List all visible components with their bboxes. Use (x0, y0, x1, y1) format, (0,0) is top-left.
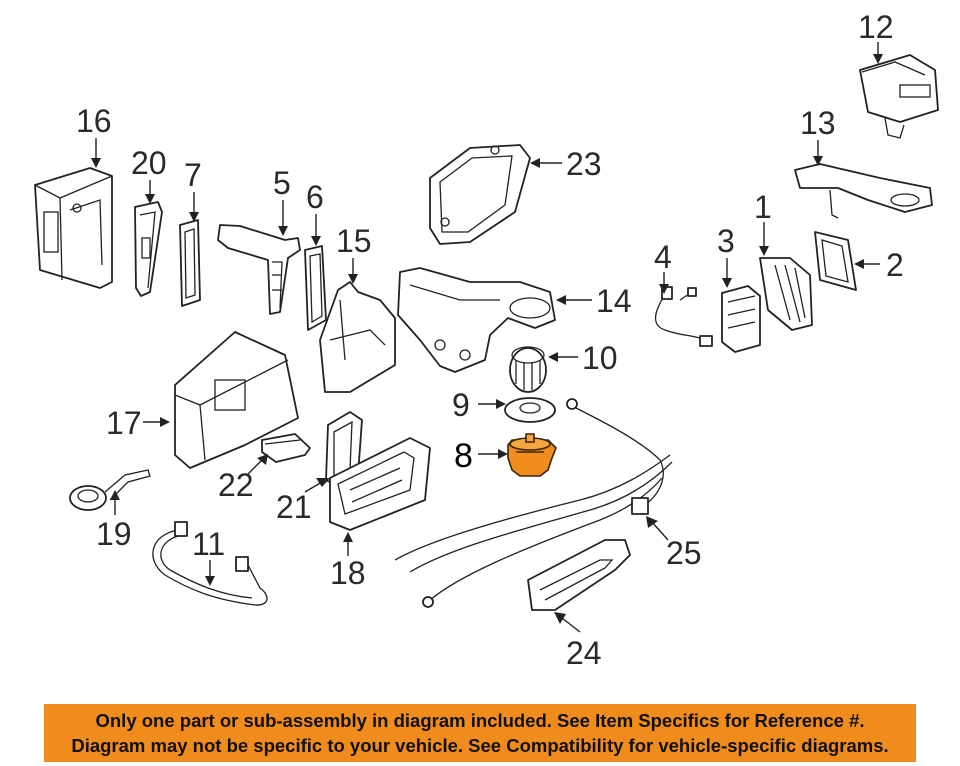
parts-diagram-svg: 16 20 7 5 6 15 23 14 10 9 8 17 22 21 18 … (34, 9, 939, 671)
part-19-actuator (69, 469, 151, 511)
callout-23: 23 (566, 146, 602, 182)
callout-8: 8 (454, 437, 473, 475)
callout-21: 21 (276, 489, 312, 525)
callout-9: 9 (452, 387, 470, 423)
part-13-duct (794, 163, 933, 219)
part-20-bracket (134, 201, 163, 297)
parts-diagram: 16 20 7 5 6 15 23 14 10 9 8 17 22 21 18 … (34, 9, 939, 671)
callout-11: 11 (192, 526, 225, 562)
callout-14: 14 (596, 283, 632, 319)
part-16-housing (34, 167, 113, 289)
leader-lines (91, 42, 883, 633)
disclaimer-banner: Only one part or sub-assembly in diagram… (44, 704, 916, 762)
part-7-gasket (179, 219, 201, 307)
part-2-frame (814, 231, 857, 291)
part-22-resistor (261, 433, 311, 463)
part-24-filter (527, 539, 631, 611)
part-1-filter (759, 257, 813, 331)
callout-numbers: 16 20 7 5 6 15 23 14 10 9 8 17 22 21 18 … (76, 9, 904, 671)
callout-13: 13 (800, 105, 836, 141)
part-8-blower-motor (507, 433, 557, 477)
part-14-blower-case (397, 267, 556, 373)
callout-7: 7 (184, 157, 202, 193)
callout-2: 2 (886, 247, 904, 283)
disclaimer-line-2: Diagram may not be specific to your vehi… (71, 735, 889, 756)
part-18-control (329, 437, 431, 531)
part-6-frame (304, 245, 327, 331)
callout-18: 18 (330, 555, 366, 591)
part-10-blower-wheel (509, 346, 547, 393)
callout-15: 15 (336, 223, 372, 259)
callout-16: 16 (76, 103, 112, 139)
callout-12: 12 (858, 9, 894, 45)
callout-19: 19 (96, 516, 132, 552)
part-11-harness (152, 521, 268, 606)
callout-5: 5 (273, 165, 291, 201)
part-4-sensor (654, 286, 713, 347)
disclaimer-line-1: Only one part or sub-assembly in diagram… (95, 710, 865, 731)
part-15-case (319, 281, 396, 393)
part-9-plate (504, 397, 556, 423)
part-17-case (174, 331, 299, 469)
part-23-cover (429, 144, 531, 245)
callout-24: 24 (566, 635, 602, 671)
part-12-vent (859, 54, 939, 139)
callout-3: 3 (717, 223, 735, 259)
part-25-cable (394, 398, 673, 608)
part-5-heater-core (217, 224, 301, 315)
part-3-core (721, 285, 761, 353)
callout-20: 20 (131, 145, 167, 181)
callout-22: 22 (218, 467, 254, 503)
callout-4: 4 (654, 239, 672, 275)
callout-25: 25 (666, 535, 702, 571)
callout-17: 17 (106, 405, 142, 441)
callout-1: 1 (754, 189, 772, 225)
callout-6: 6 (306, 179, 324, 215)
callout-10: 10 (582, 340, 618, 376)
